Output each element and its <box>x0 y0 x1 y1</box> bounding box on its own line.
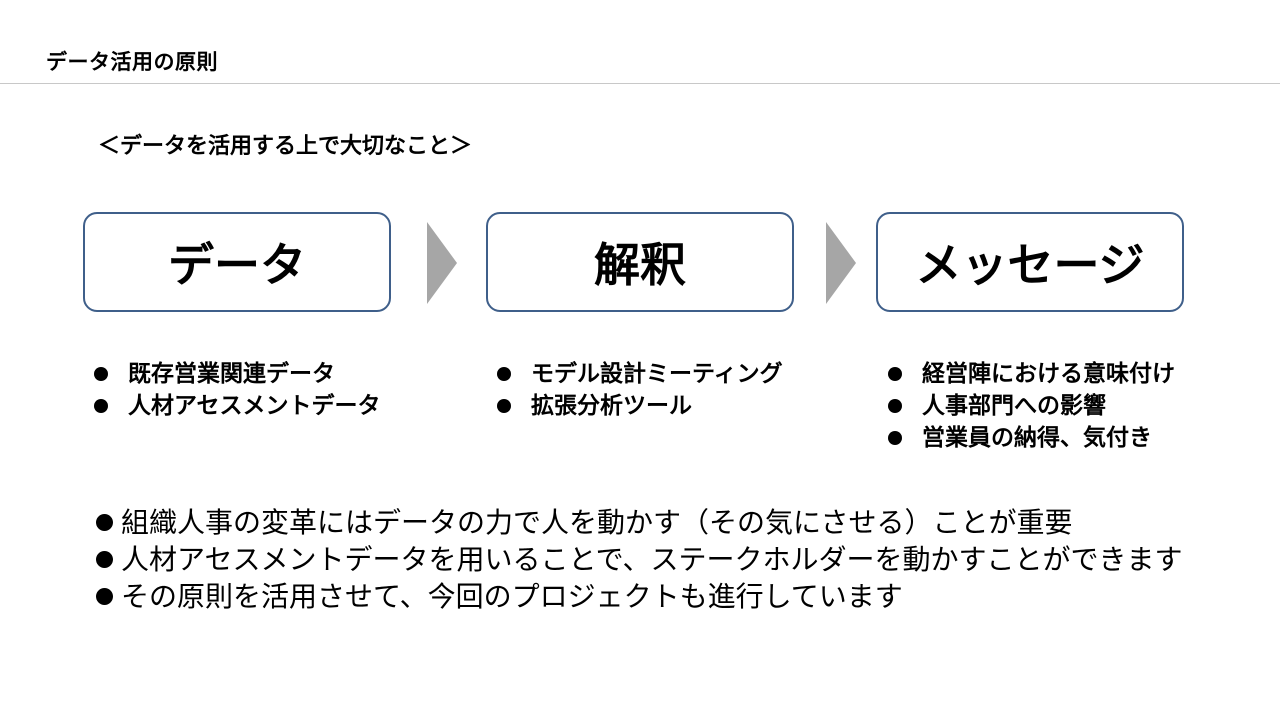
summary-item-text: その原則を活用させて、今回のプロジェクトも進行しています <box>121 580 903 613</box>
list-item: モデル設計ミーティング <box>497 358 783 390</box>
list-item: 既存営業関連データ <box>94 358 381 390</box>
summary-item: その原則を活用させて、今回のプロジェクトも進行しています <box>96 578 1183 615</box>
interpretation-points-list: モデル設計ミーティング 拡張分析ツール <box>497 358 783 422</box>
list-item: 拡張分析ツール <box>497 390 783 422</box>
summary-item-text: 組織人事の変革にはデータの力で人を動かす（その気にさせる）ことが重要 <box>121 506 1073 539</box>
list-item-text: 経営陣における意味付け <box>922 361 1175 387</box>
bullet-icon <box>96 514 113 531</box>
bullet-icon <box>96 551 113 568</box>
bullet-icon <box>888 367 902 381</box>
flow-step-interpretation: 解釈 <box>486 212 794 312</box>
chevron-right-icon <box>427 222 457 304</box>
list-item-text: 営業員の納得、気付き <box>922 425 1152 451</box>
bullet-icon <box>888 431 902 445</box>
section-subtitle: ＜データを活用する上で大切なこと＞ <box>98 134 473 159</box>
chevron-right-icon <box>826 222 856 304</box>
bullet-icon <box>497 399 511 413</box>
bullet-icon <box>888 399 902 413</box>
page-title: データ活用の原則 <box>46 50 218 74</box>
flow-step-message-label: メッセージ <box>915 238 1145 292</box>
summary-list: 組織人事の変革にはデータの力で人を動かす（その気にさせる）ことが重要 人材アセス… <box>96 504 1183 615</box>
list-item-text: 人事部門への影響 <box>922 393 1106 419</box>
list-item-text: 既存営業関連データ <box>128 361 335 387</box>
bullet-icon <box>94 399 108 413</box>
summary-item-text: 人材アセスメントデータを用いることで、ステークホルダーを動かすことができます <box>121 543 1183 576</box>
list-item-text: 人材アセスメントデータ <box>128 393 381 419</box>
bullet-icon <box>94 367 108 381</box>
list-item-text: モデル設計ミーティング <box>531 361 783 387</box>
flow-step-data: データ <box>83 212 391 312</box>
list-item: 営業員の納得、気付き <box>888 422 1175 454</box>
data-points-list: 既存営業関連データ 人材アセスメントデータ <box>94 358 381 422</box>
flow-step-data-label: データ <box>168 238 306 292</box>
summary-item: 人材アセスメントデータを用いることで、ステークホルダーを動かすことができます <box>96 541 1183 578</box>
summary-item: 組織人事の変革にはデータの力で人を動かす（その気にさせる）ことが重要 <box>96 504 1183 541</box>
list-item: 人材アセスメントデータ <box>94 390 381 422</box>
list-item: 経営陣における意味付け <box>888 358 1175 390</box>
list-item-text: 拡張分析ツール <box>531 393 692 419</box>
list-item: 人事部門への影響 <box>888 390 1175 422</box>
flow-step-interpretation-label: 解釈 <box>594 238 686 292</box>
bullet-icon <box>96 588 113 605</box>
bullet-icon <box>497 367 511 381</box>
message-points-list: 経営陣における意味付け 人事部門への影響 営業員の納得、気付き <box>888 358 1175 454</box>
flow-step-message: メッセージ <box>876 212 1184 312</box>
title-divider <box>0 83 1280 84</box>
